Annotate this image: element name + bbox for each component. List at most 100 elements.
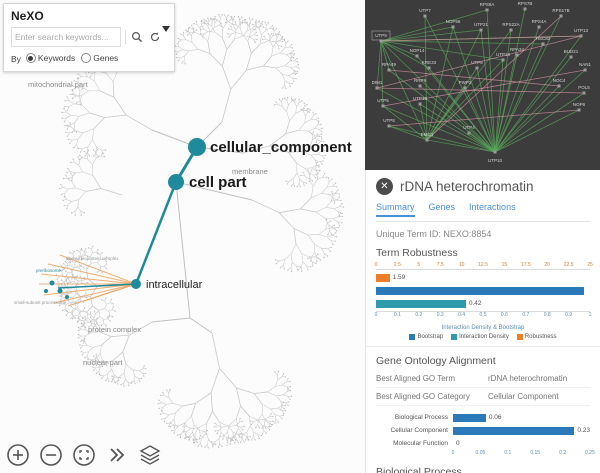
tree-label-intracellular[interactable]: intracellular	[146, 279, 203, 291]
network-node-hsc82[interactable]	[541, 42, 545, 46]
network-node-noc4[interactable]	[557, 84, 561, 88]
search-mode-radio-group: Keywords Genes	[25, 53, 124, 65]
zoom-out-button[interactable]	[39, 443, 63, 467]
term-title: rDNA heterochromatin	[400, 179, 534, 194]
robustness-heading: Term Robustness	[376, 247, 458, 259]
network-node-utp4[interactable]	[467, 131, 471, 135]
search-input[interactable]	[11, 27, 121, 47]
network-node-rps7b[interactable]	[523, 7, 527, 11]
network-node-label: RPS7B	[518, 1, 533, 6]
alignment-bar-value: 0	[456, 440, 460, 447]
search-by-label: By	[11, 54, 21, 64]
axis-tick: 20	[544, 262, 550, 268]
network-node-label: RPS17B	[552, 8, 569, 13]
fit-view-button[interactable]	[72, 443, 96, 467]
network-node-bud21[interactable]	[569, 55, 573, 59]
alignment-bar-value: 0.23	[577, 427, 590, 434]
alignment-value: Cellular Component	[488, 392, 559, 401]
network-node-label: NAN1	[579, 62, 592, 67]
tree-node-small[interactable]	[44, 289, 48, 293]
network-node-rps4a[interactable]	[537, 25, 541, 29]
axis-tick: 0.5	[479, 312, 487, 318]
zoom-in-button[interactable]	[6, 443, 30, 467]
network-node-rps8a[interactable]	[485, 8, 489, 12]
network-node-utp6[interactable]	[475, 66, 479, 70]
network-node-emg1[interactable]	[425, 138, 429, 142]
network-node-rps22a[interactable]	[509, 28, 513, 32]
network-node-dim1[interactable]	[375, 86, 379, 90]
tree-label-protein-complex: protein complex	[88, 325, 141, 334]
layers-button[interactable]	[138, 443, 162, 467]
axis-tick: 0	[374, 312, 378, 318]
robustness-bar-robustness: 1.59	[376, 272, 590, 283]
network-node-rps17b[interactable]	[559, 14, 563, 18]
collapse-search-icon[interactable]	[162, 26, 170, 32]
network-node-rpa49[interactable]	[387, 68, 391, 72]
tree-node-cell-part[interactable]	[168, 174, 184, 190]
axis-tick: 0.3	[436, 312, 444, 318]
tree-node-cellular-component[interactable]	[188, 138, 206, 156]
network-node-nop6[interactable]	[577, 108, 581, 112]
axis-tick: 0.2	[559, 450, 567, 456]
axis-tick: 7.5	[436, 262, 444, 268]
tab-interactions[interactable]: Interactions	[469, 202, 516, 212]
network-node-label: UTP9	[375, 33, 387, 38]
reset-search-icon[interactable]	[148, 30, 162, 44]
network-node-utp18[interactable]	[501, 58, 505, 62]
close-detail-icon[interactable]: ✕	[376, 178, 393, 195]
bar-value: 1.59	[392, 274, 406, 281]
network-node-nop14[interactable]	[415, 54, 419, 58]
search-icon[interactable]	[130, 30, 144, 44]
network-node-rrp9[interactable]	[418, 84, 422, 88]
network-node-utp7[interactable]	[423, 14, 427, 18]
alignment-bar-track: 0.23	[453, 426, 590, 435]
tree-label-cell-part[interactable]: cell part	[189, 174, 247, 191]
network-node-nan1[interactable]	[583, 68, 587, 72]
axis-tick: 0.9	[565, 312, 573, 318]
network-node-label: NOP56	[446, 19, 461, 24]
tree-node-small[interactable]	[65, 295, 69, 299]
radio-keywords[interactable]: Keywords	[25, 53, 75, 63]
axis-tick: 10	[458, 262, 465, 268]
network-node-utp15[interactable]	[418, 102, 422, 106]
network-node-label: NOP14	[410, 48, 425, 53]
network-node-utp21[interactable]	[479, 28, 483, 32]
network-node-label: UTP10	[488, 158, 503, 163]
radio-genes[interactable]: Genes	[81, 53, 118, 63]
tree-label-ribonucleoprotein-complex: ribonucleoprotein complex	[66, 256, 119, 261]
tree-node-small[interactable]	[49, 280, 55, 286]
network-node-kre33[interactable]	[427, 66, 431, 70]
network-node-label: NOC4	[553, 78, 566, 83]
network-node-rpa34[interactable]	[515, 53, 519, 57]
network-node-pwp2[interactable]	[463, 86, 467, 90]
tree-label-cellular-component[interactable]: cellular_component	[210, 139, 352, 156]
network-node-utp10[interactable]	[493, 150, 497, 154]
tree-node-small[interactable]	[57, 288, 63, 294]
tree-node-intracellular[interactable]	[131, 279, 141, 289]
bar	[376, 299, 466, 308]
network-node-pol5[interactable]	[582, 91, 586, 95]
network-node-nop56[interactable]	[451, 25, 455, 29]
axis-tick: 12.5	[478, 262, 488, 268]
axis-tick: 22.5	[563, 262, 574, 268]
detail-tabs: Summary Genes Interactions	[376, 200, 590, 222]
alignment-bar	[453, 413, 486, 422]
legend-bootstrap: Bootstrap	[409, 334, 443, 340]
network-node-utp9[interactable]	[379, 39, 383, 43]
robustness-axis-label: Interaction Density & Bootstrap	[441, 325, 525, 331]
tab-genes[interactable]: Genes	[428, 202, 456, 212]
network-node-utp8[interactable]	[387, 124, 391, 128]
expand-all-button[interactable]	[105, 443, 129, 467]
alignment-heading: Gene Ontology Alignment	[376, 355, 496, 367]
tab-summary[interactable]: Summary	[376, 202, 415, 217]
network-node-label: RRP9	[414, 78, 427, 83]
network-node-utp13[interactable]	[579, 34, 583, 38]
network-node-utp5[interactable]	[381, 104, 385, 108]
